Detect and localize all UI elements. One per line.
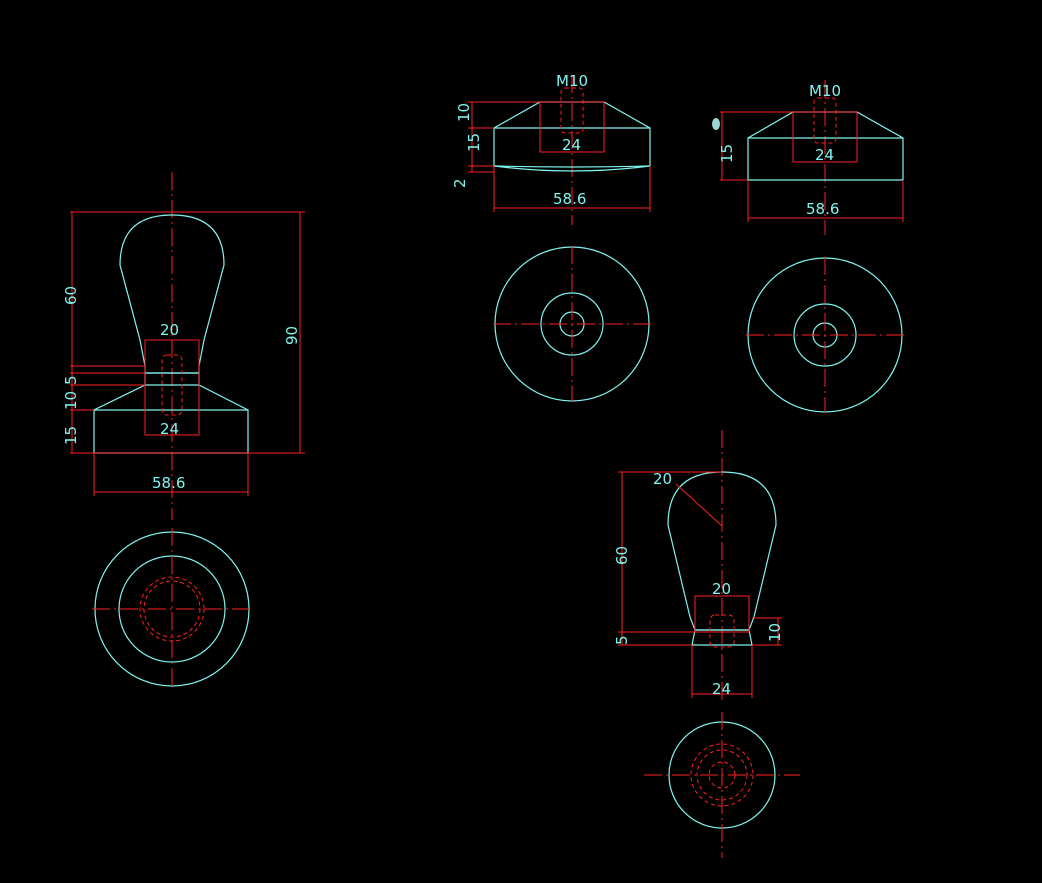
base-b-mark (712, 118, 720, 130)
handle-bore-label: 20 (712, 580, 731, 598)
handle-front-view: 20 20 24 60 5 10 (613, 430, 784, 700)
handle-60-label: 60 (613, 546, 631, 565)
base-a-bottom-curve (493, 165, 651, 168)
base-b-thread-label: M10 (809, 82, 841, 100)
assembly-thread-hidden (161, 354, 183, 416)
assembly-bore-box (144, 339, 200, 436)
base-b-top-mid (793, 303, 857, 367)
handle-radius-leader (675, 483, 723, 527)
handle-5-label: 5 (613, 635, 631, 645)
assembly-front-view: 20 24 58.6 60 5 10 15 90 (62, 172, 305, 520)
handle-top-hidden-2 (696, 749, 748, 801)
handle-radius-label: 20 (653, 470, 672, 488)
assembly-bore-20-label: 20 (160, 321, 179, 339)
assembly-5-label: 5 (62, 375, 80, 385)
handle-thread-hidden (709, 614, 735, 648)
assembly-top-view (92, 528, 252, 690)
assembly-60-label: 60 (62, 286, 80, 305)
base-a-bore-box (539, 101, 605, 153)
base-a-top-view (493, 246, 651, 402)
base-a-24-label: 24 (562, 136, 581, 154)
base-b-front-view: M10 24 58.6 15 (712, 80, 904, 235)
base-a-2-label: 2 (451, 178, 469, 188)
base-a-thread-label: M10 (556, 72, 588, 90)
assembly-90-label: 90 (283, 326, 301, 345)
base-b-24-label: 24 (815, 146, 834, 164)
base-a-front-view: M10 24 58.6 10 15 2 (451, 72, 651, 225)
base-a-15-label: 15 (465, 133, 483, 152)
base-b-586-label: 58.6 (806, 200, 839, 218)
base-b-bore-box (792, 111, 858, 163)
base-a-10-label: 10 (455, 103, 473, 122)
base-a-thread-hidden (560, 87, 584, 134)
handle-bore-box (694, 595, 750, 633)
base-a-top-mid (540, 292, 604, 356)
base-b-top-view (746, 257, 904, 413)
handle-outline (667, 471, 777, 631)
handle-top-view (644, 712, 800, 858)
assembly-bore-24-label: 24 (160, 420, 179, 438)
assembly-handle-outline (119, 214, 225, 374)
handle-24-label: 24 (712, 680, 731, 698)
base-a-586-label: 58.6 (553, 190, 586, 208)
assembly-dia-label: 58.6 (152, 474, 185, 492)
base-b-15-label: 15 (718, 144, 736, 163)
handle-10-label: 10 (766, 623, 784, 642)
assembly-15-label: 15 (62, 426, 80, 445)
assembly-10-label: 10 (62, 391, 80, 410)
base-b-thread-hidden (813, 97, 837, 144)
handle-top-hidden-1 (690, 743, 754, 807)
